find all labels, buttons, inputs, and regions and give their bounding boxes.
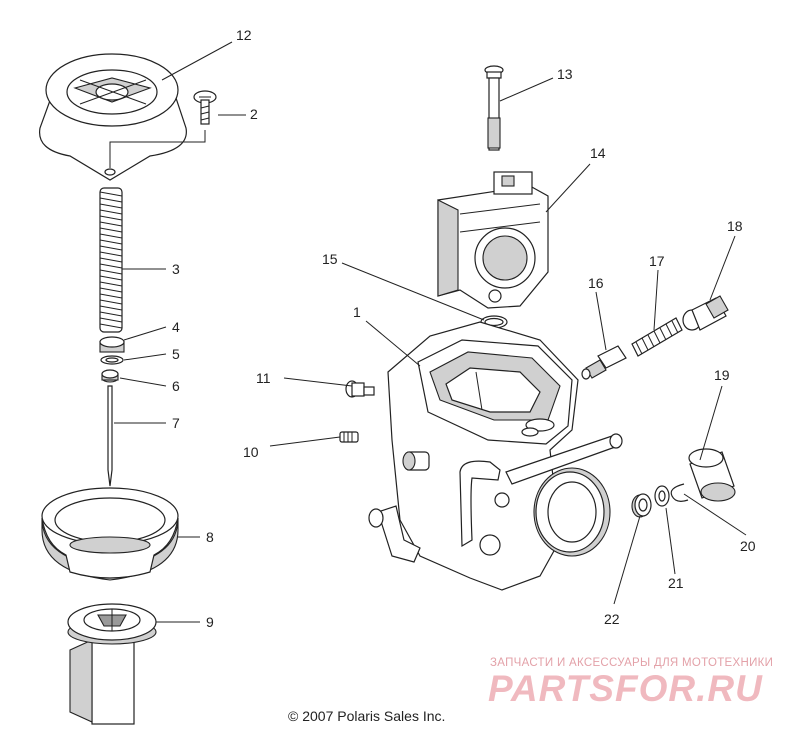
watermark-tagline: ЗАПЧАСТИ И АКСЕССУАРЫ ДЛЯ МОТОТЕХНИКИ bbox=[490, 657, 774, 669]
part-18-fitting bbox=[682, 295, 729, 331]
callout-20: 20 bbox=[740, 538, 756, 554]
part-4-retainer bbox=[99, 336, 125, 353]
callout-22: 22 bbox=[604, 611, 620, 627]
callout-17: 17 bbox=[649, 253, 665, 269]
leader-lines bbox=[114, 41, 747, 623]
callout-9: 9 bbox=[206, 614, 214, 630]
part-17-spring bbox=[631, 317, 683, 357]
callout-labels: 12 2 3 4 5 6 7 8 9 10 11 1 13 14 15 16 1… bbox=[172, 27, 756, 630]
callout-10: 10 bbox=[243, 444, 259, 460]
callout-14: 14 bbox=[590, 145, 606, 161]
part-19-cap bbox=[688, 448, 736, 502]
callout-12: 12 bbox=[236, 27, 252, 43]
callout-18: 18 bbox=[727, 218, 743, 234]
part-21-washer bbox=[654, 485, 670, 507]
callout-11: 11 bbox=[256, 370, 271, 386]
callout-8: 8 bbox=[206, 529, 214, 545]
callout-6: 6 bbox=[172, 378, 180, 394]
part-13-screw bbox=[484, 65, 504, 151]
part-20-clip bbox=[670, 483, 689, 502]
part-8-diaphragm bbox=[41, 487, 179, 581]
callout-5: 5 bbox=[172, 346, 180, 362]
part-7-jet-needle bbox=[107, 385, 113, 487]
watermark-logo: PARTSFOR.RU bbox=[488, 668, 763, 709]
callout-1: 1 bbox=[353, 304, 361, 320]
copyright-notice: © 2007 Polaris Sales Inc. bbox=[288, 708, 446, 724]
part-11-screw bbox=[345, 380, 375, 398]
part-12-top-cover bbox=[38, 53, 187, 181]
part-22-ring bbox=[631, 493, 652, 518]
part-2-screw bbox=[109, 90, 217, 168]
part-14-bracket bbox=[437, 171, 549, 309]
part-10-screw bbox=[339, 431, 359, 443]
callout-21: 21 bbox=[668, 575, 684, 591]
callout-4: 4 bbox=[172, 319, 180, 335]
part-3-spring bbox=[99, 187, 123, 333]
callout-16: 16 bbox=[588, 275, 604, 291]
callout-19: 19 bbox=[714, 367, 730, 383]
part-6-washer bbox=[101, 369, 119, 383]
callout-13: 13 bbox=[557, 66, 573, 82]
callout-15: 15 bbox=[322, 251, 338, 267]
callout-3: 3 bbox=[172, 261, 180, 277]
callout-7: 7 bbox=[172, 415, 180, 431]
part-16-needle-valve bbox=[581, 345, 627, 380]
callout-2: 2 bbox=[250, 106, 258, 122]
part-9-slide bbox=[67, 603, 157, 725]
part-5-clip bbox=[100, 355, 124, 365]
part-1-carburetor-body bbox=[368, 321, 623, 591]
